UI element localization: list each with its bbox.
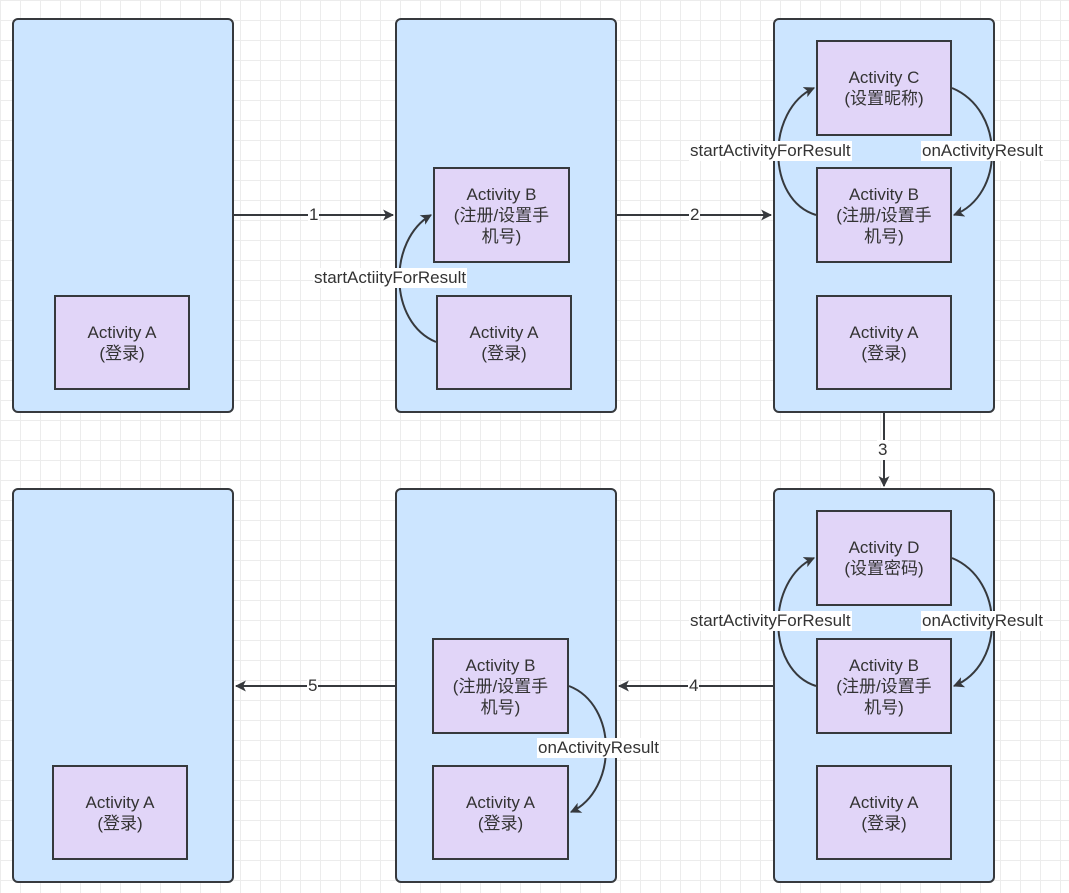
step-label-4: 4 <box>688 676 700 696</box>
step-label-2: 2 <box>689 205 701 225</box>
activity-desc: (登录) <box>99 343 145 363</box>
label-start-activity-for-result: startActivityForResult <box>689 611 852 631</box>
activity-desc: (登录) <box>97 813 143 833</box>
activity-a-box: Activity A (登录) <box>54 295 190 390</box>
activity-desc: 机号) <box>864 697 904 717</box>
step-label-1: 1 <box>308 205 320 225</box>
activity-desc: 机号) <box>480 697 521 717</box>
activity-a-box: Activity A (登录) <box>436 295 572 390</box>
label-on-activity-result: onActivityResult <box>921 611 1044 631</box>
label-start-activity-for-result: startActivityForResult <box>689 141 852 161</box>
activity-desc: 机号) <box>481 226 522 246</box>
activity-name: Activity A <box>85 792 155 812</box>
activity-name: Activity A <box>87 322 157 342</box>
activity-desc: (设置昵称) <box>844 89 924 108</box>
activity-desc: (注册/设置手 <box>836 676 932 696</box>
activity-name: Activity A <box>466 792 535 812</box>
activity-d-box: Activity D (设置密码) <box>816 510 952 606</box>
label-on-activity-result: onActivityResult <box>537 738 660 758</box>
activity-a-box: Activity A (登录) <box>816 295 952 390</box>
activity-name: Activity D <box>848 538 920 557</box>
activity-desc: (设置密码) <box>844 559 924 578</box>
activity-name: Activity B <box>849 184 919 204</box>
activity-desc: (注册/设置手 <box>453 205 550 225</box>
activity-c-box: Activity C (设置昵称) <box>816 40 952 136</box>
activity-name: Activity A <box>849 792 919 812</box>
activity-desc: (注册/设置手 <box>452 676 549 696</box>
activity-a-box: Activity A (登录) <box>52 765 188 860</box>
activity-desc: (登录) <box>861 813 907 833</box>
activity-a-box: Activity A (登录) <box>816 765 952 860</box>
step-label-3: 3 <box>877 440 889 460</box>
activity-name: Activity B <box>465 655 536 675</box>
activity-b-box: Activity B (注册/设置手 机号) <box>433 167 570 263</box>
activity-b-box: Activity B (注册/设置手 机号) <box>432 638 569 734</box>
activity-name: Activity C <box>848 68 920 87</box>
label-on-activity-result: onActivityResult <box>921 141 1044 161</box>
activity-a-box: Activity A (登录) <box>432 765 569 860</box>
label-start-activity-for-result: startActiityForResult <box>313 268 468 288</box>
step-label-5: 5 <box>307 676 319 696</box>
activity-name: Activity B <box>466 184 537 204</box>
activity-desc: (登录) <box>861 343 907 363</box>
activity-desc: (注册/设置手 <box>836 205 932 225</box>
activity-name: Activity B <box>849 655 919 675</box>
activity-name: Activity A <box>849 322 919 342</box>
activity-b-box: Activity B (注册/设置手 机号) <box>816 638 952 734</box>
activity-name: Activity A <box>469 322 539 342</box>
activity-b-box: Activity B (注册/设置手 机号) <box>816 167 952 263</box>
activity-desc: 机号) <box>864 226 904 246</box>
activity-desc: (登录) <box>481 343 527 363</box>
activity-desc: (登录) <box>477 813 524 833</box>
